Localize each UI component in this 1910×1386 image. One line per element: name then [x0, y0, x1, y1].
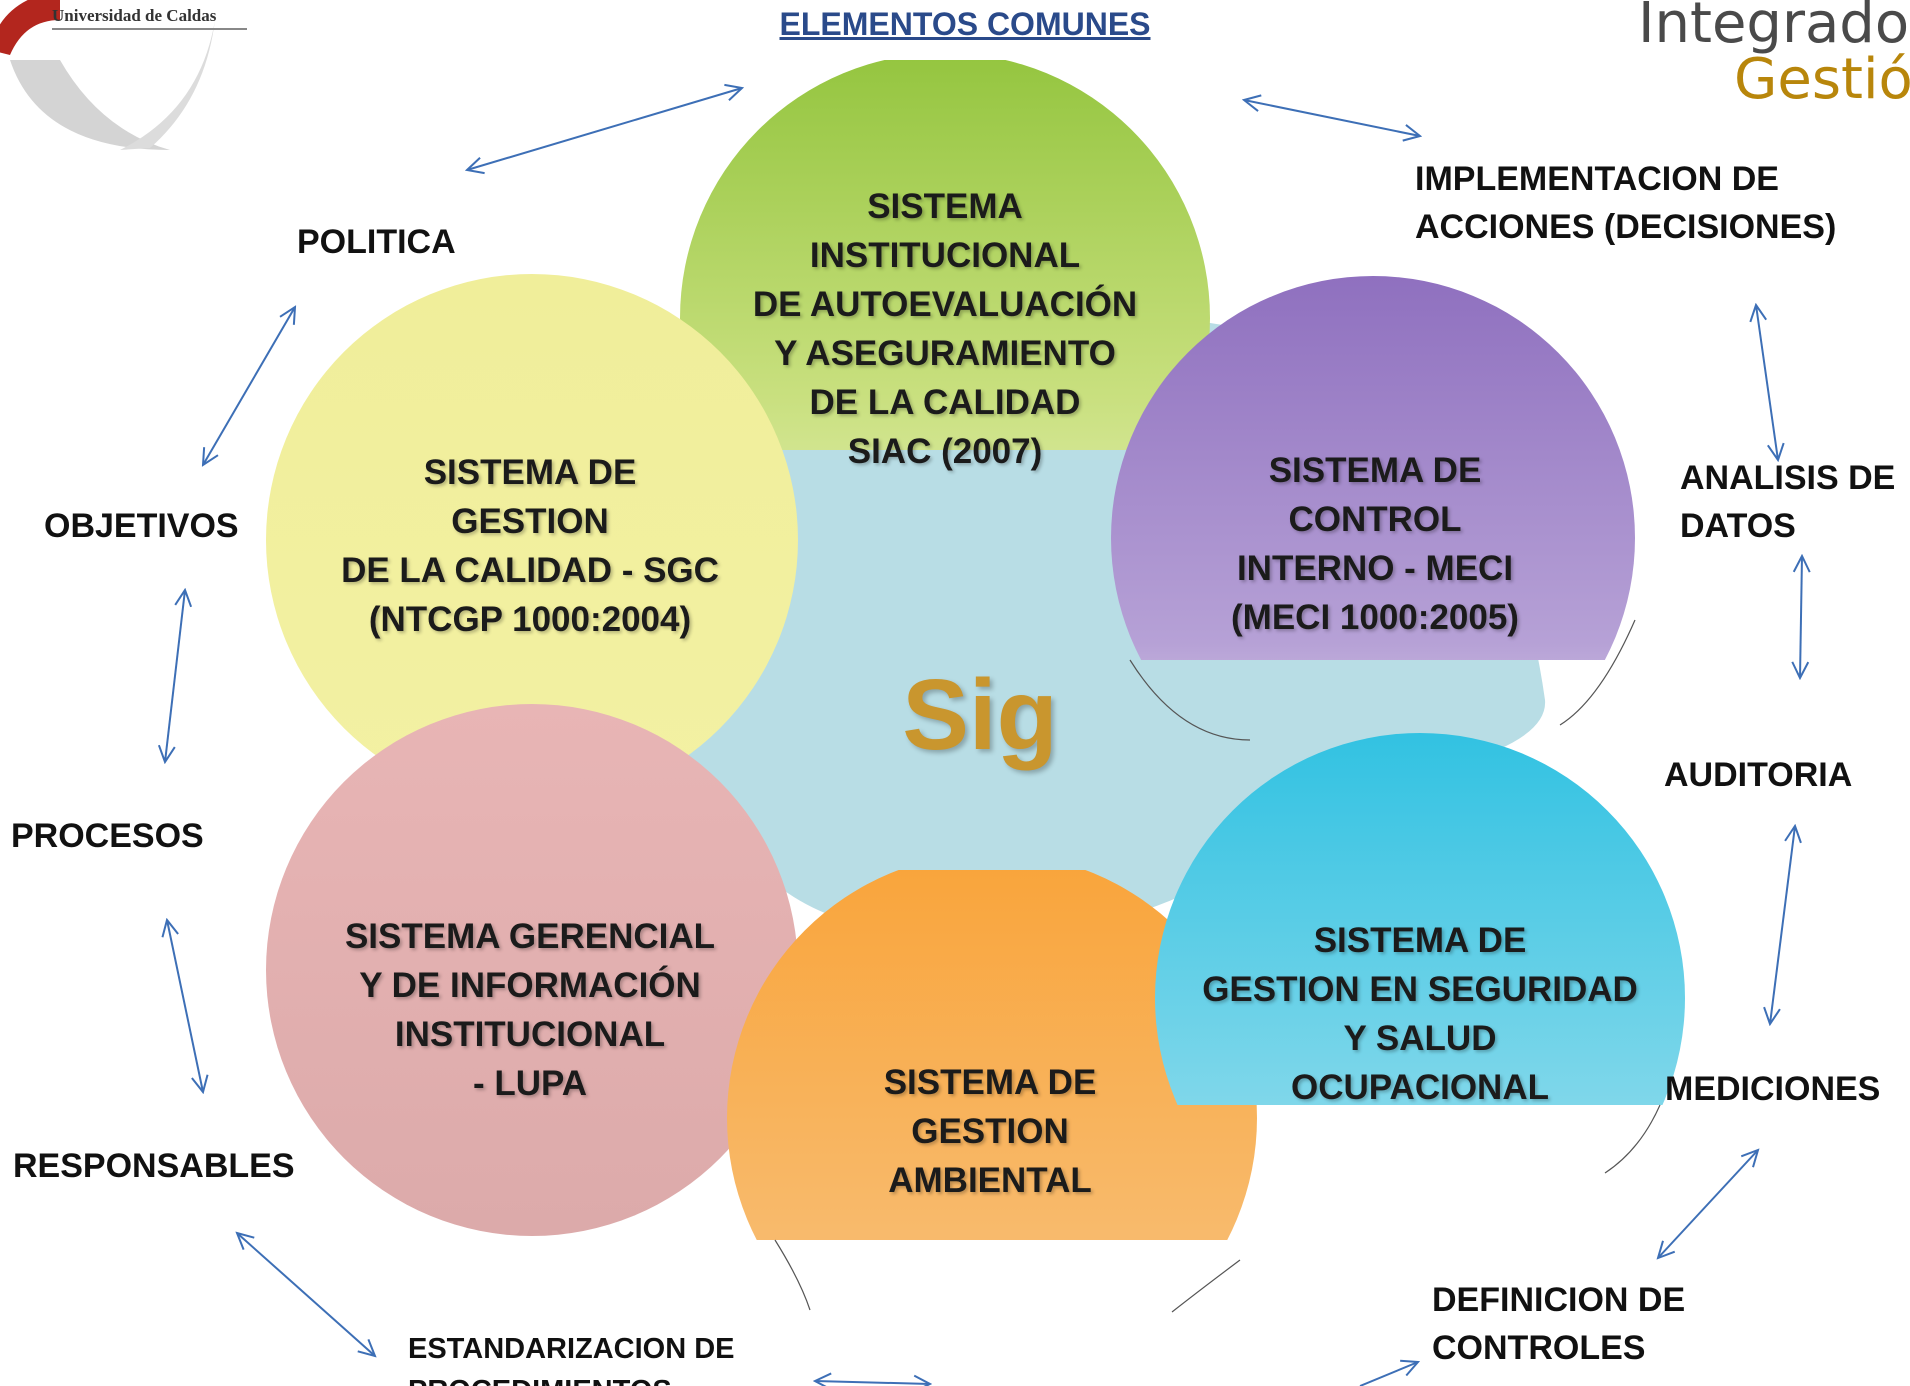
- text-line: DE LA CALIDAD - SGC: [341, 551, 719, 590]
- text-line: AUDITORIA: [1664, 756, 1853, 794]
- arrow-estandarizacion-definicion: [815, 1381, 930, 1384]
- text-line: (MECI 1000:2005): [1231, 598, 1519, 637]
- text-line: SISTEMA: [867, 187, 1023, 226]
- label-objetivos: OBJETIVOS: [44, 502, 239, 550]
- logo-red-swoosh: [0, 0, 60, 55]
- circle-lupa: [266, 704, 798, 1236]
- text-line: OBJETIVOS: [44, 507, 239, 545]
- text-line: SIAC (2007): [847, 432, 1043, 471]
- arrows: [165, 88, 1802, 1386]
- page-title: ELEMENTOS COMUNES: [779, 6, 1151, 42]
- label-implementacion: IMPLEMENTACION DE ACCIONES (DECISIONES): [1415, 155, 1836, 251]
- label-estandarizacion: ESTANDARIZACION DE PROCEDIMIENTOS: [408, 1328, 735, 1386]
- text-line: PROCESOS: [11, 817, 204, 855]
- arrow-auditoria-analisis: [1800, 556, 1802, 678]
- logo-grey-arc: [120, 20, 215, 150]
- label-mediciones: MEDICIONES: [1665, 1065, 1880, 1113]
- text-line: DEFINICION DE: [1432, 1281, 1686, 1319]
- text-line: SISTEMA GERENCIAL: [344, 917, 716, 956]
- center-label: Sig: [902, 659, 1058, 771]
- arrow-politica-title: [467, 88, 742, 170]
- text-line: Y DE INFORMACIÓN: [359, 966, 701, 1005]
- text-line: PROCEDIMIENTOS: [408, 1370, 735, 1386]
- text-line: AMBIENTAL: [888, 1161, 1092, 1200]
- circle-siac-text: SISTEMA INSTITUCIONAL DE AUTOEVALUACIÓN …: [700, 182, 1190, 476]
- label-definicion: DEFINICION DE CONTROLES: [1432, 1276, 1685, 1372]
- ambiental-outline-right: [1171, 1259, 1241, 1313]
- text-line: GESTION: [451, 502, 609, 541]
- meci-outline-right: [1559, 619, 1636, 726]
- text-line: DE AUTOEVALUACIÓN: [752, 285, 1138, 324]
- university-logo: [0, 0, 247, 150]
- text-line: CONTROLES: [1432, 1329, 1646, 1367]
- logo-right-line1: Integrado d: [1638, 0, 1910, 56]
- text-line: RESPONSABLES: [13, 1147, 295, 1185]
- label-analisis: ANALISIS DE DATOS: [1680, 454, 1895, 550]
- circle-sgc: [266, 274, 798, 806]
- arrow-definicion-bottom: [1359, 1362, 1418, 1386]
- text-line: GESTION: [911, 1112, 1069, 1151]
- text-line: ANALISIS DE: [1680, 459, 1896, 497]
- arrow-analisis-implementacion: [1756, 305, 1778, 460]
- circle-ambiental: [727, 870, 1257, 1313]
- logo-grey-swoosh: [10, 60, 170, 150]
- text-line: INSTITUCIONAL: [394, 1015, 666, 1054]
- text-line: CONTROL: [1288, 500, 1462, 539]
- text-line: IMPLEMENTACION DE: [1415, 160, 1779, 198]
- text-line: INTERNO - MECI: [1236, 549, 1514, 588]
- circle-seguridad: [1155, 733, 1685, 1174]
- text-line: MEDICIONES: [1665, 1070, 1881, 1108]
- arrow-procesos-responsables: [167, 920, 203, 1092]
- text-line: DE LA CALIDAD: [809, 383, 1081, 422]
- circle-siac: [680, 60, 1210, 450]
- circle-seguridad-text: SISTEMA DE GESTION EN SEGURIDAD Y SALUD …: [1190, 916, 1650, 1112]
- text-line: Y SALUD: [1343, 1019, 1497, 1058]
- label-procesos: PROCESOS: [11, 812, 204, 860]
- arrow-objetivos-procesos: [165, 590, 185, 762]
- arrow-responsables-estandarizacion: [237, 1233, 375, 1356]
- sig-logo: Integrado d Gestió: [1638, 0, 1910, 112]
- text-line: SISTEMA DE: [1313, 921, 1527, 960]
- ambiental-outline-left: [774, 1239, 811, 1311]
- circle-sgc-text: SISTEMA DE GESTION DE LA CALIDAD - SGC (…: [305, 448, 755, 644]
- arrow-definicion-mediciones: [1658, 1150, 1758, 1258]
- text-line: POLITICA: [297, 223, 456, 261]
- label-responsables: RESPONSABLES: [13, 1142, 295, 1190]
- text-line: ACCIONES (DECISIONES): [1415, 208, 1837, 246]
- arrow-politica-objetivos: [203, 307, 295, 465]
- circle-meci: [1111, 276, 1636, 741]
- text-line: SISTEMA DE: [883, 1063, 1097, 1102]
- label-politica: POLITICA: [297, 218, 456, 266]
- circle-ambiental-text: SISTEMA DE GESTION AMBIENTAL: [810, 1058, 1170, 1205]
- text-line: - LUPA: [472, 1064, 588, 1103]
- text-line: OCUPACIONAL: [1291, 1068, 1549, 1107]
- university-name: Universidad de Caldas: [52, 6, 217, 25]
- text-line: ESTANDARIZACION DE: [408, 1333, 735, 1365]
- logo-underline: [52, 28, 247, 30]
- text-line: Y ASEGURAMIENTO: [774, 334, 1116, 373]
- text-line: SISTEMA DE: [1268, 451, 1482, 490]
- text-line: SISTEMA DE: [423, 453, 637, 492]
- arrow-mediciones-auditoria: [1770, 826, 1795, 1024]
- logo-right-line2: Gestió: [1734, 47, 1910, 112]
- meci-outline: [1129, 659, 1251, 741]
- text-line: (NTCGP 1000:2004): [368, 600, 692, 639]
- text-line: INSTITUCIONAL: [809, 236, 1081, 275]
- seguridad-outline: [1604, 1104, 1661, 1174]
- text-line: GESTION EN SEGURIDAD: [1202, 970, 1638, 1009]
- label-auditoria: AUDITORIA: [1664, 751, 1852, 799]
- circle-lupa-text: SISTEMA GERENCIAL Y DE INFORMACIÓN INSTI…: [305, 912, 755, 1108]
- text-line: DATOS: [1680, 507, 1796, 545]
- circle-meci-text: SISTEMA DE CONTROL INTERNO - MECI (MECI …: [1150, 446, 1600, 642]
- arrow-title-implementacion: [1244, 100, 1420, 136]
